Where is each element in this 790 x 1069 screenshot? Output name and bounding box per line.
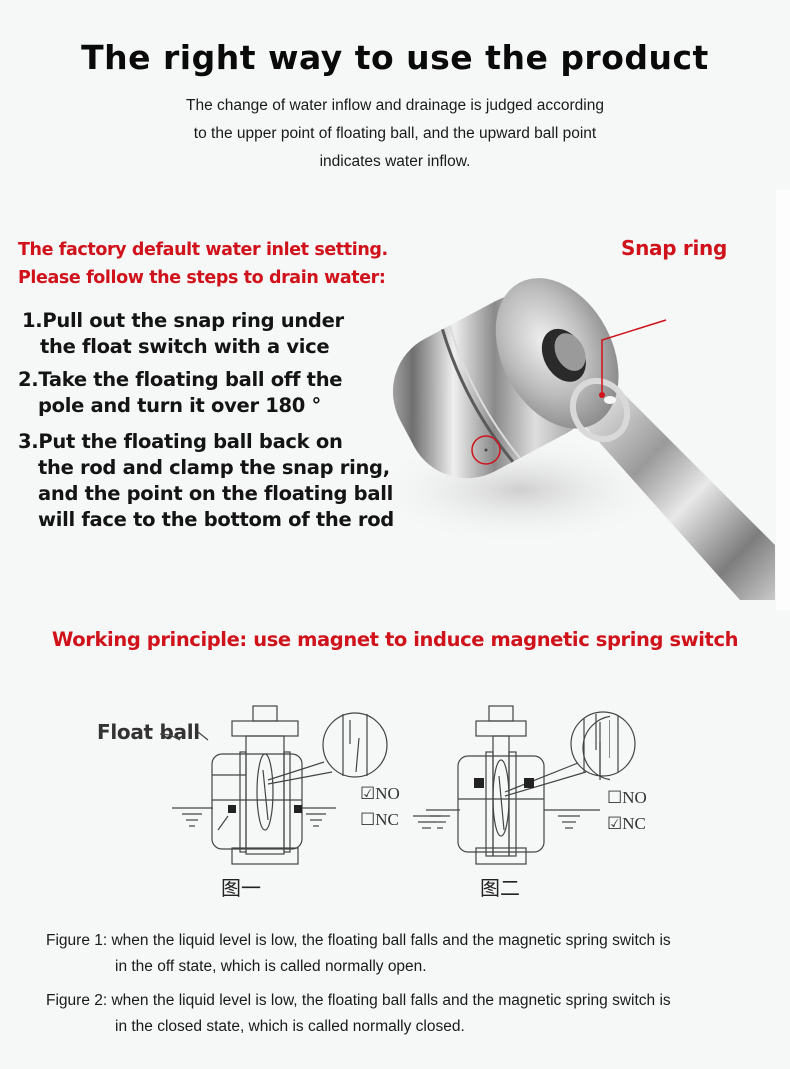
- figure-2-description: Figure 2: when the liquid level is low, …: [46, 988, 766, 1040]
- step-3: 3.Put the floating ball back on the rod …: [18, 429, 394, 533]
- step-line: 2.Take the floating ball off the: [18, 368, 343, 391]
- factory-setting-heading: The factory default water inlet setting.…: [18, 236, 388, 292]
- step-line: 3.Put the floating ball back on: [18, 430, 343, 453]
- subtitle-line: indicates water inflow.: [319, 153, 471, 170]
- checked-box-icon: ☑: [360, 784, 376, 803]
- figure-1-diagram: [160, 705, 388, 865]
- figure-2-option-no: ☐NO: [607, 788, 647, 808]
- step-1: 1.Pull out the snap ring under the float…: [18, 308, 394, 360]
- option-label: NC: [375, 810, 399, 829]
- option-label: NO: [622, 788, 647, 807]
- figure-2-zoom-circle: [570, 711, 636, 777]
- option-label: NC: [622, 814, 646, 833]
- description-text: when the liquid level is low, the floati…: [111, 932, 671, 949]
- unchecked-box-icon: ☐: [607, 788, 623, 807]
- snap-ring-label: Snap ring: [621, 236, 727, 260]
- description-prefix: Figure 1:: [46, 932, 112, 949]
- figure-1-option-nc: ☐NC: [360, 810, 399, 830]
- factory-heading-line: The factory default water inlet setting.: [18, 240, 388, 260]
- description-text: in the closed state, which is called nor…: [115, 1018, 465, 1035]
- factory-heading-line: Please follow the steps to drain water:: [18, 268, 386, 288]
- unchecked-box-icon: ☐: [360, 810, 376, 829]
- option-label: NO: [375, 784, 400, 803]
- photo-edge: [776, 190, 790, 610]
- float-switch-photo: [370, 278, 775, 600]
- subtitle-line: The change of water inflow and drainage …: [186, 97, 604, 114]
- working-principle-heading: Working principle: use magnet to induce …: [51, 628, 739, 651]
- subtitle-line: to the upper point of floating ball, and…: [193, 125, 597, 142]
- figure-descriptions: Figure 1: when the liquid level is low, …: [46, 928, 766, 1048]
- step-2: 2.Take the floating ball off the pole an…: [18, 367, 394, 419]
- step-line: the float switch with a vice: [40, 335, 330, 358]
- description-text: when the liquid level is low, the floati…: [111, 992, 671, 1009]
- figure-2-caption: 图二: [480, 876, 520, 900]
- step-line: and the point on the floating ball: [38, 482, 393, 505]
- page-subtitle: The change of water inflow and drainage …: [120, 92, 670, 176]
- step-line: pole and turn it over 180 °: [38, 394, 322, 417]
- description-text: in the off state, which is called normal…: [115, 958, 427, 975]
- page-title: The right way to use the product: [81, 38, 709, 77]
- steps-list: 1.Pull out the snap ring under the float…: [18, 308, 394, 540]
- figure-1-description: Figure 1: when the liquid level is low, …: [46, 928, 766, 980]
- step-line: the rod and clamp the snap ring,: [38, 456, 390, 479]
- figure-1-option-no: ☑NO: [360, 784, 400, 804]
- checked-box-icon: ☑: [607, 814, 623, 833]
- float-ball-label: Float ball: [97, 720, 200, 744]
- figure-1-caption: 图一: [221, 876, 261, 900]
- figure-2-diagram: [426, 705, 610, 865]
- description-prefix: Figure 2:: [46, 992, 112, 1009]
- step-line: will face to the bottom of the rod: [38, 508, 394, 531]
- step-line: 1.Pull out the snap ring under: [22, 309, 344, 332]
- figure-2-option-nc: ☑NC: [607, 814, 646, 834]
